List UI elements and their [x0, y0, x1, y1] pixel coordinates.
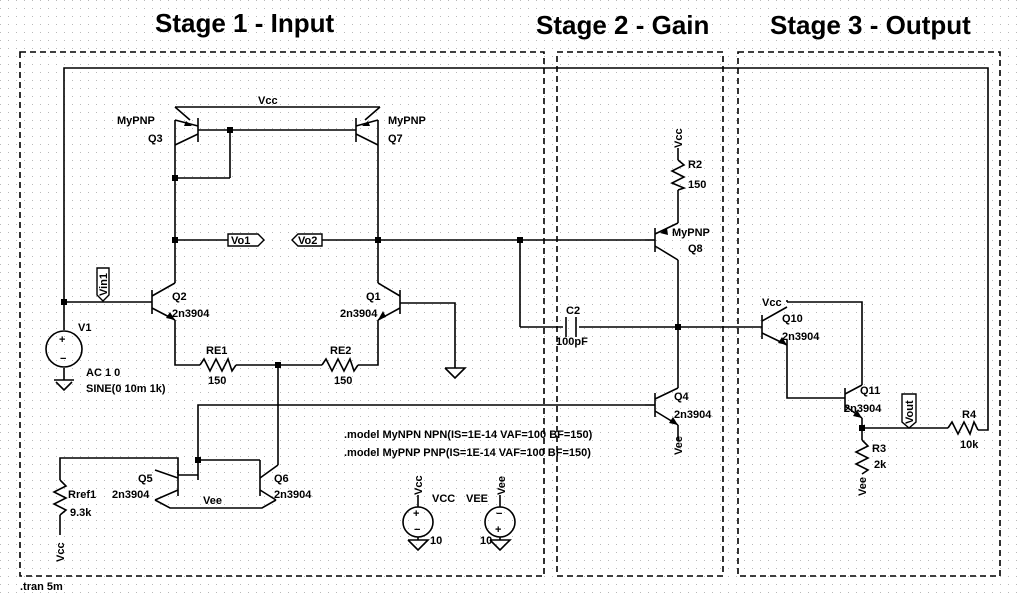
npn-model-directive[interactable]: .model MyNPN NPN(IS=1E-14 VAF=100 BF=150…	[344, 429, 593, 441]
vcc-source-name-label: VCC	[432, 493, 455, 505]
transistor-q4[interactable]	[645, 387, 679, 426]
tran-directive[interactable]: .tran 5m	[20, 581, 63, 593]
svg-text:−: −	[414, 524, 420, 536]
r4-name-label: R4	[962, 409, 977, 421]
resistor-r4[interactable]	[947, 419, 979, 437]
q7-name-label: Q7	[388, 133, 403, 145]
v1-ac-label: AC 1 0	[86, 367, 120, 379]
transistor-q10[interactable]	[761, 306, 788, 346]
r2-value-label: 150	[688, 179, 706, 191]
transistor-q11[interactable]	[844, 384, 863, 419]
transistor-q5[interactable]	[154, 469, 198, 501]
re2-value-label: 150	[334, 375, 352, 387]
svg-text:+: +	[495, 524, 501, 536]
svg-text:−: −	[60, 353, 66, 365]
source-v1[interactable]: + −	[45, 330, 83, 392]
q10-model-label: 2n3904	[782, 331, 820, 343]
vee-source-value-label: 10	[480, 535, 492, 547]
stage1-box	[19, 51, 545, 577]
v1-name-label: V1	[78, 322, 91, 334]
q3-name-label: Q3	[148, 133, 163, 145]
source-vcc[interactable]: + −	[402, 495, 434, 552]
r2-name-label: R2	[688, 159, 702, 171]
junctions	[61, 127, 865, 463]
c2-value-label: 100pF	[556, 336, 588, 348]
source-vee[interactable]: − +	[484, 495, 516, 552]
vout-flag-label: Vout	[904, 400, 916, 424]
stage1-title: Stage 1 - Input	[155, 8, 334, 38]
q6-name-label: Q6	[274, 473, 289, 485]
vcc-r2-net-label: Vcc	[673, 128, 685, 148]
svg-text:+: +	[413, 508, 419, 520]
c2-name-label: C2	[566, 305, 580, 317]
r3-name-label: R3	[872, 443, 886, 455]
re1-name-label: RE1	[206, 345, 227, 357]
q1-model-label: 2n3904	[340, 308, 378, 320]
svg-text:+: +	[59, 334, 65, 346]
re1-value-label: 150	[208, 375, 226, 387]
transistor-q7[interactable]	[355, 118, 379, 150]
q11-name-label: Q11	[860, 385, 880, 397]
stage3-title: Stage 3 - Output	[770, 10, 971, 40]
v1-sine-label: SINE(0 10m 1k)	[86, 383, 166, 395]
resistor-r3[interactable]	[854, 439, 870, 475]
stage3-box	[737, 51, 1001, 577]
r3-value-label: 2k	[874, 459, 887, 471]
svg-text:−: −	[496, 508, 502, 520]
stage2-box	[556, 51, 724, 577]
vee-source-name-label: VEE	[466, 493, 488, 505]
vee-r3-net-label: Vee	[857, 477, 869, 496]
transistor-q8[interactable]	[645, 222, 679, 261]
resistor-re1[interactable]	[199, 356, 237, 373]
vcc-rref-net-label: Vcc	[55, 542, 67, 562]
transistor-q2[interactable]	[151, 282, 176, 321]
ground-q1	[444, 367, 467, 380]
q3-model-label: MyPNP	[117, 115, 155, 127]
vcc-source-net-label: Vcc	[413, 475, 425, 495]
vin1-flag-label: Vin1	[98, 273, 110, 296]
q7-model-label: MyPNP	[388, 115, 426, 127]
vin1-flag[interactable]	[96, 267, 110, 302]
q4-name-label: Q4	[674, 391, 690, 403]
vee-q4-net-label: Vee	[673, 436, 685, 455]
q2-name-label: Q2	[172, 291, 187, 303]
capacitor-c2[interactable]	[565, 317, 577, 337]
rref1-value-label: 9.3k	[70, 507, 92, 519]
resistor-r2[interactable]	[670, 159, 687, 191]
vo1-flag[interactable]	[227, 233, 265, 247]
transistor-q6[interactable]	[259, 460, 279, 501]
q1-name-label: Q1	[366, 291, 381, 303]
q4-model-label: 2n3904	[674, 409, 712, 421]
vout-flag[interactable]	[901, 393, 917, 429]
q10-name-label: Q10	[782, 313, 803, 325]
r4-value-label: 10k	[960, 439, 979, 451]
q8-model-label: MyPNP	[672, 227, 710, 239]
resistor-re2[interactable]	[321, 356, 359, 373]
resistor-rref1[interactable]	[52, 470, 68, 535]
vee-mirror-net-label: Vee	[203, 495, 222, 507]
vcc-top-net-label: Vcc	[258, 95, 278, 107]
re2-name-label: RE2	[330, 345, 351, 357]
q6-model-label: 2n3904	[274, 489, 312, 501]
vee-source-net-label: Vee	[496, 476, 508, 495]
q2-model-label: 2n3904	[172, 308, 210, 320]
q5-model-label: 2n3904	[112, 489, 150, 501]
wires	[59, 67, 989, 509]
vo2-flag-label: Vo2	[298, 235, 317, 247]
vcc-source-value-label: 10	[430, 535, 442, 547]
q5-name-label: Q5	[138, 473, 153, 485]
vo1-flag-label: Vo1	[231, 235, 250, 247]
rref1-name-label: Rref1	[68, 489, 96, 501]
vcc-q10-net-label: Vcc	[762, 297, 782, 309]
transistor-q1[interactable]	[377, 282, 401, 321]
stage2-title: Stage 2 - Gain	[536, 10, 709, 40]
q8-name-label: Q8	[688, 243, 703, 255]
vo2-flag[interactable]	[291, 233, 323, 247]
transistor-q3[interactable]	[174, 118, 199, 150]
pnp-model-directive[interactable]: .model MyPNP PNP(IS=1E-14 VAF=100 BF=150…	[344, 447, 591, 459]
q11-model-label: 2n3904	[844, 403, 882, 415]
